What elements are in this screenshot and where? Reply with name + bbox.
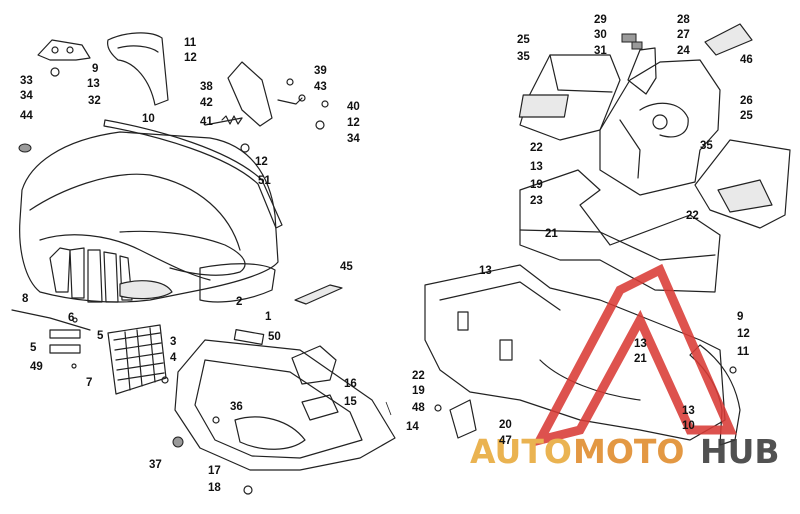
callout-label: 25: [740, 110, 753, 122]
callout-label: 44: [20, 110, 33, 122]
callout-label: 46: [740, 54, 753, 66]
console-floor-assembly: [424, 23, 791, 446]
callout-label: 50: [268, 331, 281, 343]
callout-label: 34: [20, 90, 33, 102]
callout-label: 40: [347, 101, 360, 113]
callout-label: 13: [479, 265, 492, 277]
callout-label: 51: [258, 175, 271, 187]
callout-label: 4: [170, 352, 177, 364]
callout-label: 22: [530, 142, 543, 154]
callout-label: 10: [682, 420, 695, 432]
callout-label: 43: [314, 81, 327, 93]
callout-label: 20: [499, 419, 512, 431]
callout-label: 19: [530, 179, 543, 191]
callout-label: 47: [499, 435, 512, 447]
callout-label: 22: [686, 210, 699, 222]
callout-labels: 11 12 9 13 33 34 32 44 10 38 42 41 39 43…: [20, 14, 753, 494]
watermark-part-hub: HUB: [700, 432, 780, 471]
callout-label: 45: [340, 261, 353, 273]
callout-label: 42: [200, 97, 213, 109]
callout-label: 10: [142, 113, 155, 125]
callout-label: 48: [412, 402, 425, 414]
callout-label: 13: [530, 161, 543, 173]
callout-label: 12: [347, 117, 360, 129]
callout-label: 8: [22, 293, 29, 305]
callout-label: 21: [634, 353, 647, 365]
callout-label: 9: [737, 311, 743, 323]
callout-label: 18: [208, 482, 221, 494]
callout-label: 24: [677, 45, 690, 57]
callout-label: 13: [87, 78, 100, 90]
callout-label: 28: [677, 14, 690, 26]
callout-label: 12: [184, 52, 197, 64]
callout-label: 12: [737, 328, 750, 340]
callout-label: 14: [406, 421, 419, 433]
callout-label: 35: [517, 51, 530, 63]
watermark-part-auto: AUTO: [470, 432, 572, 471]
callout-label: 19: [412, 385, 425, 397]
callout-label: 26: [740, 95, 753, 107]
callout-label: 13: [634, 338, 647, 350]
callout-label: 2: [236, 296, 242, 308]
callout-label: 6: [68, 312, 74, 324]
callout-label: 22: [412, 370, 425, 382]
hood-assembly: [11, 32, 396, 495]
callout-label: 25: [517, 34, 530, 46]
callout-label: 30: [594, 29, 607, 41]
callout-label: 31: [594, 45, 607, 57]
callout-label: 9: [92, 63, 98, 75]
callout-label: 21: [545, 228, 558, 240]
callout-label: 41: [200, 116, 213, 128]
callout-label: 13: [682, 405, 695, 417]
callout-label: 36: [230, 401, 243, 413]
callout-label: 5: [30, 342, 37, 354]
callout-label: 34: [347, 133, 360, 145]
callout-label: 35: [700, 140, 713, 152]
watermark-logo-icon: [531, 263, 737, 447]
callout-label: 7: [86, 377, 92, 389]
callout-label: 33: [20, 75, 33, 87]
watermark-part-moto: MOTO: [573, 432, 684, 471]
callout-label: 38: [200, 81, 213, 93]
callout-label: 29: [594, 14, 607, 26]
callout-label: 5: [97, 330, 104, 342]
callout-label: 3: [170, 336, 176, 348]
callout-label: 27: [677, 29, 690, 41]
callout-label: 15: [344, 396, 357, 408]
callout-label: 16: [344, 378, 357, 390]
callout-label: 1: [265, 311, 272, 323]
callout-label: 11: [737, 346, 750, 358]
callout-label: 39: [314, 65, 327, 77]
callout-label: 49: [30, 361, 43, 373]
callout-label: 12: [255, 156, 268, 168]
callout-label: 37: [149, 459, 162, 471]
automotohub-watermark: AUTO MOTO HUB: [470, 263, 780, 471]
callout-label: 32: [88, 95, 101, 107]
callout-label: 17: [208, 465, 221, 477]
callout-label: 11: [184, 37, 197, 49]
callout-label: 23: [530, 195, 543, 207]
